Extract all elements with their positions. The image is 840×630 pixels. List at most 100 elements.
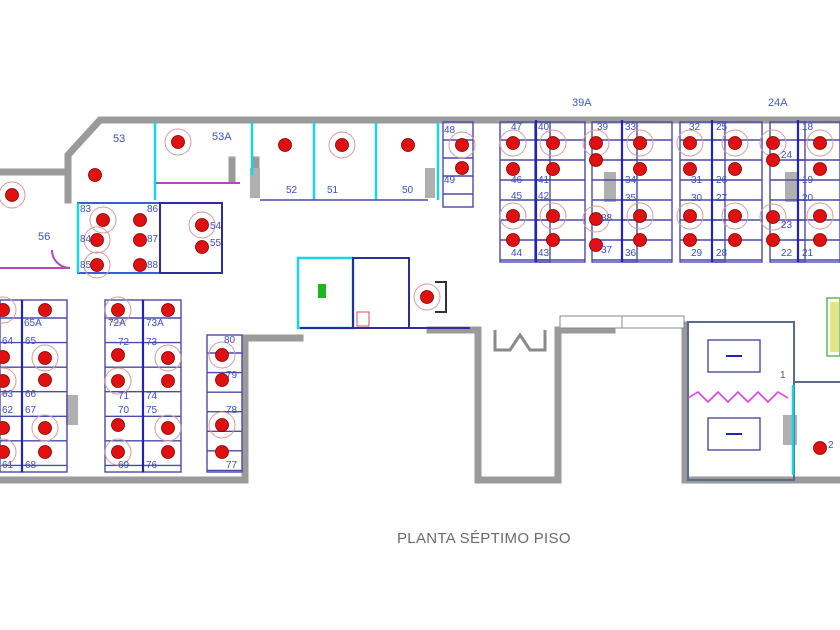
seat-label: 70: [118, 405, 130, 416]
chair: [278, 138, 292, 152]
chair: [38, 373, 52, 387]
zone-label-39a: 39A: [572, 97, 592, 109]
chair: [728, 162, 742, 176]
chair: [161, 445, 175, 459]
seat-label: 80: [224, 335, 236, 346]
chair: [721, 202, 749, 230]
chair: [31, 344, 59, 372]
chair: [499, 129, 527, 157]
chair: [111, 418, 125, 432]
seat-label: 49: [444, 175, 456, 186]
room-label-56: 56: [38, 231, 50, 243]
chair: [0, 421, 10, 435]
chair: [111, 348, 125, 362]
chair: [413, 283, 441, 311]
seat-label: 39: [597, 122, 609, 133]
chair: [208, 341, 236, 369]
seat-label: 35: [625, 193, 637, 204]
seat-label: 63: [2, 389, 14, 400]
chair: [38, 303, 52, 317]
seat-label: 36: [625, 248, 637, 259]
seat-label: 72A: [108, 318, 126, 329]
chair: [683, 162, 697, 176]
chair: [104, 296, 132, 324]
seat-label: 77: [226, 460, 238, 471]
desk-block: [21, 299, 68, 473]
seat-label: 88: [147, 260, 159, 271]
chair: [806, 129, 834, 157]
seat-label: 2: [828, 440, 834, 451]
chair: [133, 258, 147, 272]
chair: [0, 438, 17, 466]
chair: [759, 203, 787, 231]
chair: [0, 181, 26, 209]
seat-label: 83: [80, 204, 92, 215]
seat-label: 79: [226, 370, 238, 381]
seat-label: 61: [2, 460, 14, 471]
seat-label: 20: [802, 193, 814, 204]
chair: [455, 161, 469, 175]
chair: [499, 202, 527, 230]
chair: [582, 205, 610, 233]
seat-label: 52: [286, 185, 298, 196]
seat-label: 27: [716, 193, 728, 204]
chair: [806, 202, 834, 230]
chair: [38, 445, 52, 459]
seat-label: 19: [802, 175, 814, 186]
seat-label: 87: [147, 234, 159, 245]
seat-label: 45: [511, 191, 523, 202]
chair: [589, 153, 603, 167]
seat-label: 75: [146, 405, 158, 416]
seat-label: 76: [146, 460, 158, 471]
chair: [161, 303, 175, 317]
seat-label: 24: [781, 150, 793, 161]
seat-label: 55: [210, 238, 222, 249]
seat-label: 54: [210, 221, 222, 232]
chair: [328, 131, 356, 159]
seat-label: 29: [691, 248, 703, 259]
chair: [766, 153, 780, 167]
chair: [539, 202, 567, 230]
seat-label: 30: [691, 193, 703, 204]
seat-label: 44: [511, 248, 523, 259]
chair: [813, 441, 827, 455]
chair: [813, 162, 827, 176]
chair: [154, 344, 182, 372]
chairs: [0, 128, 834, 466]
chair: [208, 411, 236, 439]
seat-label: 42: [538, 191, 550, 202]
chair: [104, 367, 132, 395]
seat-label: 62: [2, 405, 14, 416]
chair: [546, 162, 560, 176]
walls: [0, 116, 840, 484]
chair: [676, 129, 704, 157]
seat-label: 86: [147, 204, 159, 215]
chair: [83, 251, 111, 279]
desk-blocks: [0, 120, 840, 473]
seat-label: 40: [538, 122, 550, 133]
seat-label: 34: [625, 175, 637, 186]
seat-label: 18: [802, 122, 814, 133]
chair: [766, 233, 780, 247]
chair: [133, 213, 147, 227]
chair: [683, 233, 697, 247]
seat-label: 21: [802, 248, 814, 259]
chair: [546, 233, 560, 247]
chair: [83, 226, 111, 254]
chair: [539, 129, 567, 157]
seat-label: 50: [402, 185, 414, 196]
chair: [89, 206, 117, 234]
chair: [626, 129, 654, 157]
chair: [161, 374, 175, 388]
seat-label: 28: [716, 248, 728, 259]
room-label-53: 53: [113, 133, 125, 145]
rooms: [0, 122, 840, 481]
chair: [0, 367, 17, 395]
chair: [31, 414, 59, 442]
seat-label: 88: [601, 213, 613, 224]
seat-label: 64: [2, 336, 14, 347]
seat-label: 48: [444, 125, 456, 136]
seat-label: 22: [781, 248, 793, 259]
seat-label: 23: [781, 220, 793, 231]
